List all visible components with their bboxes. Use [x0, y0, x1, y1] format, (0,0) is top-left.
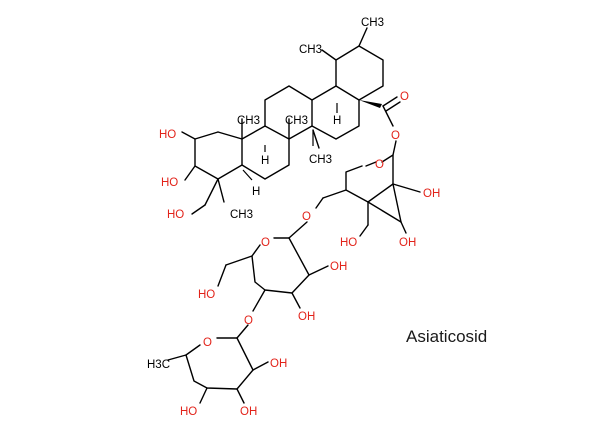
glc2-oh6: [217, 264, 227, 287]
methyl-bond-c20: [358, 27, 368, 47]
label-oh-glc2-3: OH: [298, 311, 315, 323]
label-oh-glc2-2: OH: [330, 261, 347, 273]
label-h18: H: [333, 115, 341, 127]
methyl-bond-c14: [312, 129, 320, 149]
glc2-o4: [252, 289, 266, 312]
ring-e: [335, 45, 384, 101]
label-oh-rha-3: OH: [240, 406, 257, 418]
glc2-oh2: [308, 265, 329, 276]
label-o-glc1-6: O: [302, 211, 311, 223]
label-oh-glc1-4: HO: [340, 237, 357, 249]
methyl-bond-c4: [217, 178, 225, 203]
ring-d: [311, 85, 360, 140]
label-oh-rha-2: OH: [270, 358, 287, 370]
stereo-hashes: [242, 103, 338, 181]
label-h5: H: [252, 186, 260, 198]
rha-link: [236, 324, 249, 339]
label-ch3-c25: CH3: [237, 115, 260, 127]
glucose-2: [217, 221, 329, 312]
atom-labels: CH3 CH3 CH3 CH3 CH3 CH3 H3C H H H O O O …: [147, 17, 440, 418]
rha-oh3: [236, 388, 245, 404]
label-ch3-c30: CH3: [299, 44, 322, 56]
bond-c28-o-ester: [382, 105, 394, 127]
glc2-c6: [225, 255, 253, 266]
label-oh-rha-4: HO: [180, 406, 197, 418]
glc1-ring-a: [365, 161, 377, 167]
bond-c2-oh: [181, 131, 196, 140]
glc1-oh2: [392, 183, 421, 193]
methyl-bond-c19: [321, 49, 337, 61]
label-o-glc1-ring: O: [375, 159, 384, 171]
bond-o-glc1: [392, 140, 397, 156]
glc1-c6: [322, 189, 347, 199]
glc1-ring-b: [345, 154, 394, 203]
bond-c4-ch2: [204, 178, 219, 206]
label-o-ester: O: [391, 130, 400, 142]
glc2-link: [288, 221, 308, 239]
bond-c3-oh: [184, 165, 196, 181]
label-oh-c2: HO: [159, 129, 176, 141]
label-oh-glc1-3: OH: [399, 237, 416, 249]
label-ho-glc2-6: HO: [198, 289, 215, 301]
label-ch3-c26: CH3: [285, 115, 308, 127]
bond-c28-o-carbonyl-2: [385, 101, 401, 112]
glc2-oh3: [291, 292, 301, 309]
ester-group: [359, 96, 401, 156]
bond-ch2-oh: [191, 204, 206, 215]
label-ch3-c27: CH3: [309, 154, 332, 166]
label-o-rha-ring: O: [203, 337, 212, 349]
glc1-o6: [315, 197, 324, 209]
rha-oh2: [252, 361, 269, 371]
ring-a: [194, 131, 243, 180]
wedge-c17: [359, 100, 382, 108]
bond-c28-o-carbonyl: [382, 96, 398, 107]
ring-b: [241, 125, 290, 180]
label-oh-glc1-2: OH: [423, 188, 440, 200]
label-ch3-c29: CH3: [361, 17, 384, 29]
label-h9: H: [261, 155, 269, 167]
label-o-glc2-ring: O: [261, 237, 270, 249]
rha-ring-b: [185, 337, 254, 390]
glc1-c3c4: [367, 201, 402, 223]
label-o-carbonyl: O: [400, 91, 409, 103]
hash-h5: [242, 169, 253, 181]
label-oh-c23: HO: [167, 209, 184, 221]
label-ch3-rha: H3C: [147, 359, 170, 371]
glc1-oh3: [400, 221, 407, 234]
triterpene-skeleton: [181, 27, 384, 215]
rhamnose: [167, 324, 269, 404]
label-o-glc2-4: O: [244, 315, 253, 327]
ring-c: [264, 85, 313, 140]
rha-c6: [167, 354, 187, 361]
glc1-c3: [392, 183, 402, 223]
label-ch3-c24: CH3: [230, 209, 253, 221]
label-oh-c3: HO: [161, 177, 178, 189]
glc1-oh4: [359, 224, 369, 237]
rha-oh4: [199, 387, 208, 404]
compound-name: Asiaticosid: [406, 327, 487, 346]
glucose-1: [315, 154, 421, 237]
